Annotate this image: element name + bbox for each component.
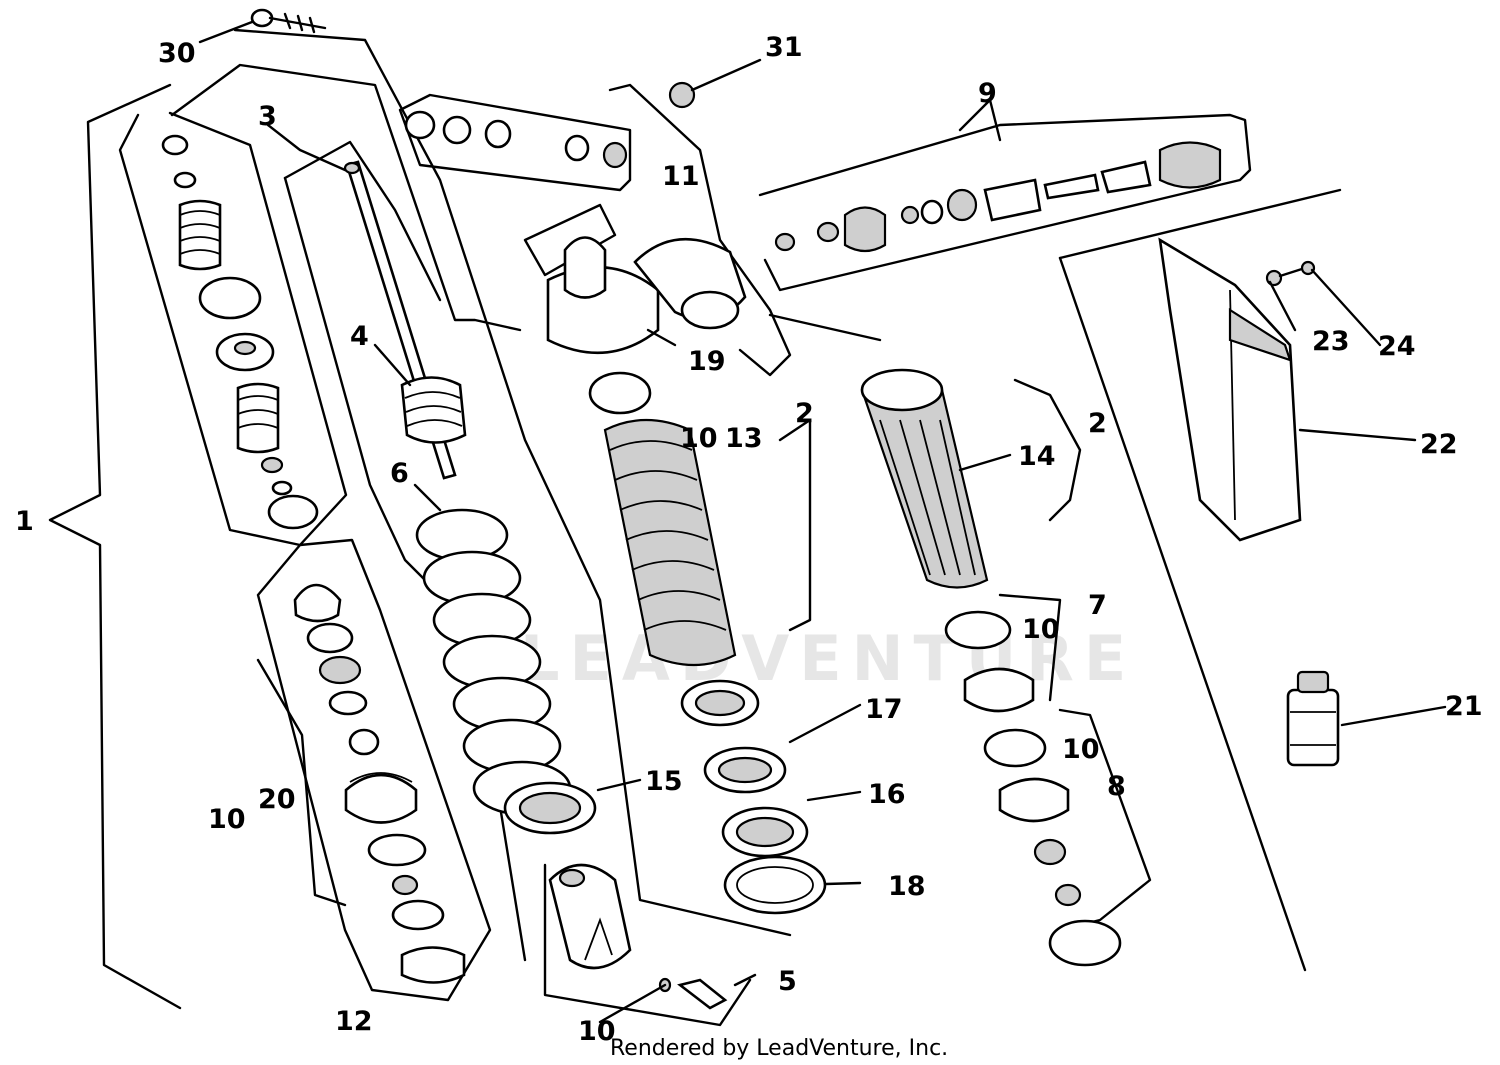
callout-15: 15 [645,766,683,797]
rings-16-17-18 [680,679,827,915]
seal-row-top [404,110,628,169]
callout-30: 30 [158,38,196,69]
callout-21: 21 [1445,691,1483,722]
callout-22: 22 [1420,429,1458,460]
part-bolt-30 [250,8,327,34]
callout-7: 7 [1088,590,1107,621]
callout-19: 19 [688,346,726,377]
callout-6: 6 [390,458,409,489]
callout-2a: 2 [795,398,814,429]
callout-18: 18 [888,871,926,902]
callout-10b: 10 [1022,614,1060,645]
adjuster-assembly-9 [774,141,1222,253]
callout-24: 24 [1378,331,1416,362]
callout-10e: 10 [578,1016,616,1047]
callout-17: 17 [865,694,903,725]
callout-31: 31 [765,32,803,63]
callout-23: 23 [1312,326,1350,357]
callout-labels: 30 31 9 3 11 1 4 19 23 24 2 10 13 2 14 2… [15,32,1483,1047]
part-reservoir-head-11 [546,236,747,355]
part-nut-31 [668,81,696,109]
valve-stack-left [161,134,319,530]
part-spring-seat-15 [503,781,597,835]
callout-1: 1 [15,506,34,537]
callout-9: 9 [978,78,997,109]
part-boot-14 [860,368,989,589]
callout-20: 20 [258,784,296,815]
render-credit: Rendered by LeadVenture, Inc. [610,1036,948,1061]
callout-12: 12 [335,1006,373,1037]
callout-8: 8 [1107,771,1126,802]
callout-10d: 10 [208,804,246,835]
callout-16: 16 [868,779,906,810]
callout-14: 14 [1018,441,1056,472]
leader-lines [198,20,1447,1024]
callout-11: 11 [662,161,700,192]
valve-stack-group-12 [293,583,466,984]
callout-10a: 10 [680,423,718,454]
part-reservoir-13 [588,371,737,667]
part-cover-22 [1158,237,1316,542]
part-rod-4 [343,160,467,480]
callout-5: 5 [778,966,797,997]
part-clevis-5 [548,863,728,1010]
callout-13: 13 [725,423,763,454]
part-bottle-21 [1286,670,1340,767]
callout-10c: 10 [1062,734,1100,765]
right-stack-7-8 [944,610,1122,967]
callout-4: 4 [350,321,369,352]
callout-3: 3 [258,101,277,132]
callout-2b: 2 [1088,408,1107,439]
